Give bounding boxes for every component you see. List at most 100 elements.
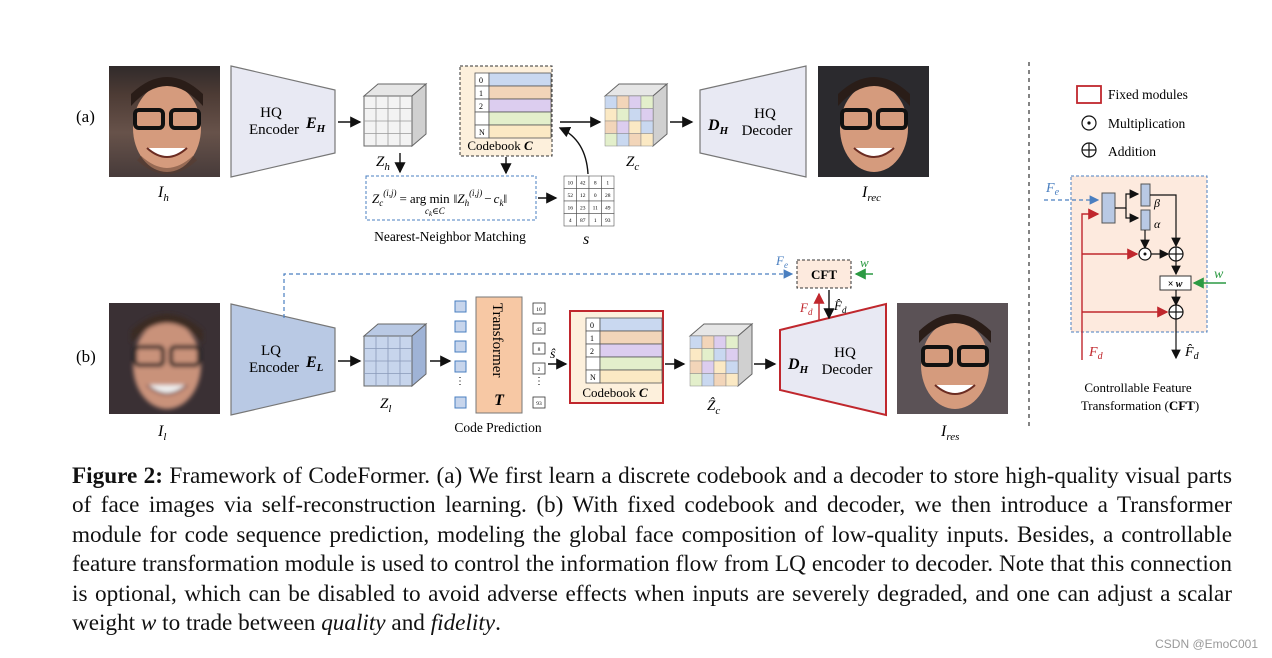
input-token: [454, 340, 467, 353]
svg-text:Encoder: Encoder: [249, 360, 299, 376]
cube-cell: [689, 335, 703, 349]
codebook-index-label: N: [590, 373, 596, 382]
predicted-token-label: 2: [538, 367, 541, 373]
codebook-index-cell: [474, 111, 490, 126]
cube-cell: [640, 108, 654, 122]
hq-decoder-b: DH HQ Decoder: [779, 302, 887, 417]
input-token: [454, 396, 467, 409]
fd-hat-label: F̂d: [833, 298, 847, 315]
codebook-index-label: 1: [590, 334, 594, 343]
code-prediction-label: Code Prediction: [454, 420, 542, 435]
irec-caption: Irec: [861, 184, 881, 204]
input-token: [454, 300, 467, 313]
svg-text:w: w: [1214, 267, 1224, 282]
cube-cell: [628, 133, 642, 147]
predicted-token: [532, 302, 546, 315]
s-grid-value: 8: [594, 181, 597, 187]
caption-text-2: to trade between: [156, 610, 322, 637]
nn-matching-box: Zc(i,j)=arg min‖Zh(i,j)−ck‖ ck∈C: [365, 175, 537, 221]
codebook-entry: [488, 85, 552, 100]
svg-text:Encoder: Encoder: [249, 122, 299, 138]
input-token: [454, 320, 467, 333]
predicted-token-label: 42: [536, 327, 542, 333]
legend: Fixed modules Multiplication Addition: [1076, 85, 1188, 159]
hq-decoder-a: DH HQ Decoder: [699, 65, 807, 178]
zl-feature-cube: [362, 322, 428, 388]
svg-text:DH: DH: [707, 117, 729, 137]
s-grid-value: 10: [568, 181, 574, 187]
cube-cell: [616, 95, 630, 109]
svg-text:EL: EL: [305, 354, 324, 374]
panel-b-label: (b): [76, 347, 96, 366]
s-grid-value: 42: [580, 181, 586, 187]
svg-text:Transformer: Transformer: [489, 303, 505, 377]
codebook-entry: [488, 124, 552, 139]
face-image-lq: [109, 303, 220, 414]
legend-fixed-label: Fixed modules: [1108, 87, 1188, 102]
caption-quality: quality: [321, 610, 386, 637]
cube-cell: [616, 120, 630, 134]
face-image-hq: [109, 66, 220, 177]
svg-text:HQ: HQ: [754, 106, 776, 122]
codebook-index-label: 1: [479, 89, 483, 98]
s-grid-value: 1: [594, 218, 597, 224]
svg-text:Fe: Fe: [1045, 181, 1060, 198]
svg-text:β: β: [1153, 196, 1160, 210]
nn-matching-label: Nearest-Neighbor Matching: [374, 229, 526, 244]
svg-text:Zc(i,j)=arg min‖Zh(i,j)−ck‖: Zc(i,j)=arg min‖Zh(i,j)−ck‖: [372, 188, 507, 208]
cube-cell: [616, 133, 630, 147]
svg-text:LQ: LQ: [261, 343, 281, 359]
svg-text:EH: EH: [305, 115, 326, 135]
cube-cell: [628, 120, 642, 134]
caption-fidelity: fidelity: [430, 610, 496, 637]
cube-cell: [689, 373, 703, 387]
watermark: CSDN @EmoC001: [1155, 637, 1258, 651]
ires-caption: Ires: [940, 423, 959, 443]
hq-encoder: HQ Encoder EH: [230, 65, 336, 178]
s-grid-value: 49: [605, 206, 611, 212]
svg-text:Codebook C: Codebook C: [467, 138, 533, 153]
cube-cell: [713, 373, 727, 387]
zc-hat-feature-cube: [688, 322, 754, 388]
cube-cell: [713, 360, 727, 374]
codebook-entry: [599, 330, 663, 345]
cube-cell: [713, 348, 727, 362]
cube-cell: [616, 108, 630, 122]
svg-text:Decoder: Decoder: [742, 123, 793, 139]
input-token: [454, 360, 467, 373]
codebook-entry: [599, 356, 663, 371]
codebook-index-cell: [585, 356, 601, 371]
predicted-token: [532, 396, 546, 409]
s-grid-value: 16: [568, 206, 574, 212]
codebook-entry: [488, 98, 552, 113]
svg-text:HQ: HQ: [834, 345, 856, 361]
svg-text:α: α: [1154, 217, 1161, 231]
figure-caption: Figure 2: Framework of CodeFormer. (a) W…: [72, 462, 1232, 638]
codebook-index-label: 2: [590, 347, 594, 356]
s-grid-value: 28: [605, 193, 611, 199]
zc-hat-caption: Ẑc: [707, 397, 720, 417]
cube-cell: [701, 360, 715, 374]
s-grid-cell: [601, 213, 615, 227]
cube-cell: [628, 95, 642, 109]
input-tokens: ⋮: [454, 300, 467, 409]
cft-caption-line1: Controllable Feature: [1084, 380, 1191, 395]
zc-caption: Zc: [626, 154, 639, 173]
cube-cell: [640, 133, 654, 147]
s-grid-value: 87: [580, 218, 586, 224]
face-image-res: [897, 303, 1008, 414]
svg-text:DH: DH: [787, 356, 809, 376]
cube-cell: [604, 108, 618, 122]
face-image-rec: [818, 66, 929, 177]
multiplication-icon: [1081, 115, 1097, 131]
cube-cell: [701, 335, 715, 349]
codebook-index-label: 0: [479, 76, 483, 85]
ih-caption: Ih: [157, 184, 169, 204]
cube-cell: [604, 95, 618, 109]
panel-a-label: (a): [76, 107, 95, 126]
cube-cell: [604, 120, 618, 134]
